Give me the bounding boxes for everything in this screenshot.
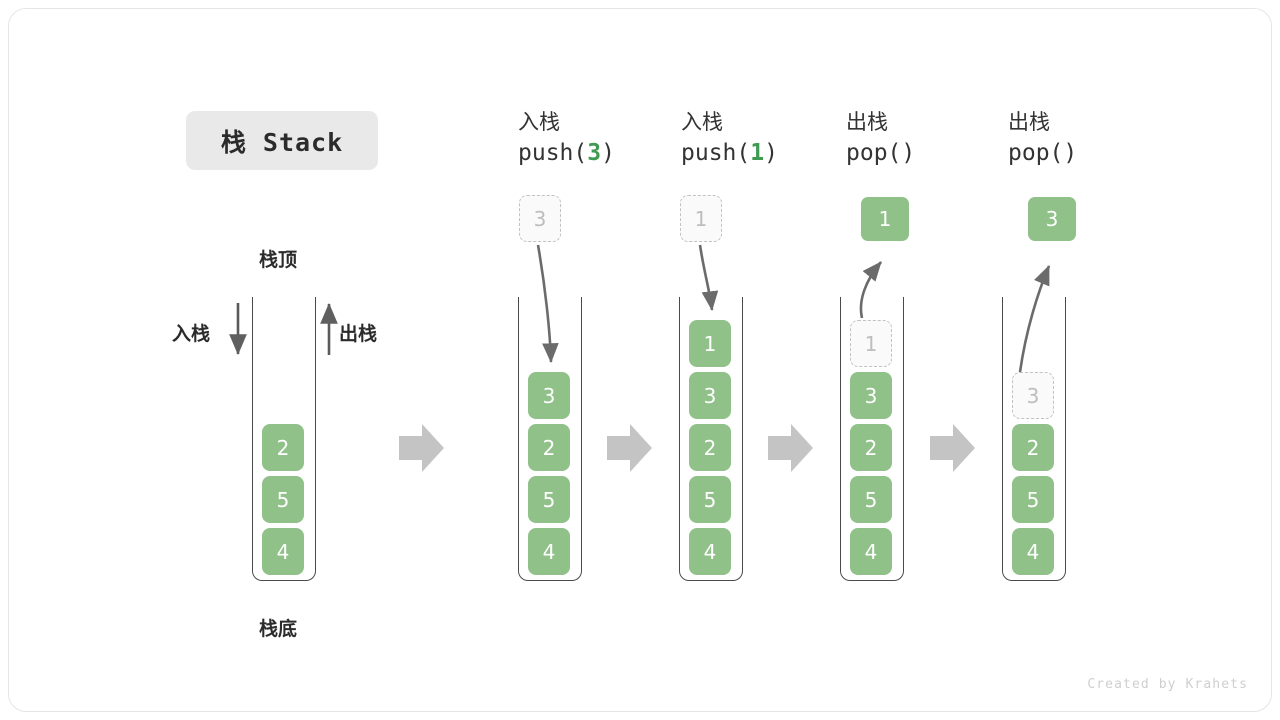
label-stack-top: 栈顶 [259,249,298,271]
stack-tube-pop-1 [840,297,904,581]
caption-push-3-arg: 3 [587,140,602,166]
caption-push-1-code: push(1) [681,137,851,169]
caption-push-3-cn: 入栈 [518,110,560,134]
caption-pop-3-code: pop() [1008,137,1178,169]
stack-cell: 3 [850,372,892,419]
stack-cell: 1 [689,320,731,367]
caption-pop-1-code-suffix: ) [901,140,916,166]
removed-element-ghost: 1 [850,320,892,367]
caption-pop-3-code-prefix: pop( [1008,140,1064,166]
stack-cell: 5 [850,476,892,523]
popped-element: 3 [1028,197,1076,241]
stack-cell: 4 [528,528,570,575]
caption-pop-3: 出栈 pop() [1008,107,1178,169]
stack-cell: 2 [528,424,570,471]
stack-cell: 2 [850,424,892,471]
caption-push-3-code-suffix: ) [601,140,615,166]
label-push-direction: 入栈 [172,323,211,345]
watermark: Created by Krahets [1087,677,1248,692]
caption-pop-1-cn: 出栈 [846,110,888,134]
stack-cell: 5 [528,476,570,523]
stack-cell: 5 [689,476,731,523]
stack-cell: 5 [1012,476,1054,523]
stack-cell: 2 [262,424,304,471]
stack-cell: 4 [689,528,731,575]
caption-pop-1-code: pop() [846,137,1016,169]
stack-cell: 2 [689,424,731,471]
caption-push-1-cn: 入栈 [681,110,723,134]
stack-tube-pop-3 [1002,297,1066,581]
caption-pop-1-code-prefix: pop( [846,140,902,166]
caption-push-1-code-prefix: push( [681,140,751,166]
caption-push-3-code: push(3) [518,137,688,169]
stack-cell: 4 [850,528,892,575]
removed-element-ghost: 3 [1012,372,1054,419]
stack-tube-initial [252,297,316,581]
stack-tube-push-1 [679,297,743,581]
caption-push-1: 入栈 push(1) [681,107,851,169]
stack-cell: 3 [528,372,570,419]
caption-pop-1: 出栈 pop() [846,107,1016,169]
caption-pop-3-cn: 出栈 [1008,110,1050,134]
caption-push-1-code-suffix: ) [764,140,778,166]
label-pop-direction: 出栈 [339,323,378,345]
label-stack-bottom: 栈底 [259,618,298,640]
stack-cell: 4 [262,528,304,575]
stack-cell: 3 [689,372,731,419]
stack-cell: 2 [1012,424,1054,471]
caption-push-1-arg: 1 [750,140,765,166]
caption-push-3: 入栈 push(3) [518,107,688,169]
incoming-element-ghost: 3 [519,195,561,242]
stack-cell: 5 [262,476,304,523]
stack-cell: 4 [1012,528,1054,575]
incoming-element-ghost: 1 [680,195,722,242]
popped-element: 1 [861,197,909,241]
stack-tube-push-3 [518,297,582,581]
caption-pop-3-code-suffix: ) [1063,140,1078,166]
page-title: 栈 Stack [186,111,378,170]
caption-push-3-code-prefix: push( [518,140,588,166]
